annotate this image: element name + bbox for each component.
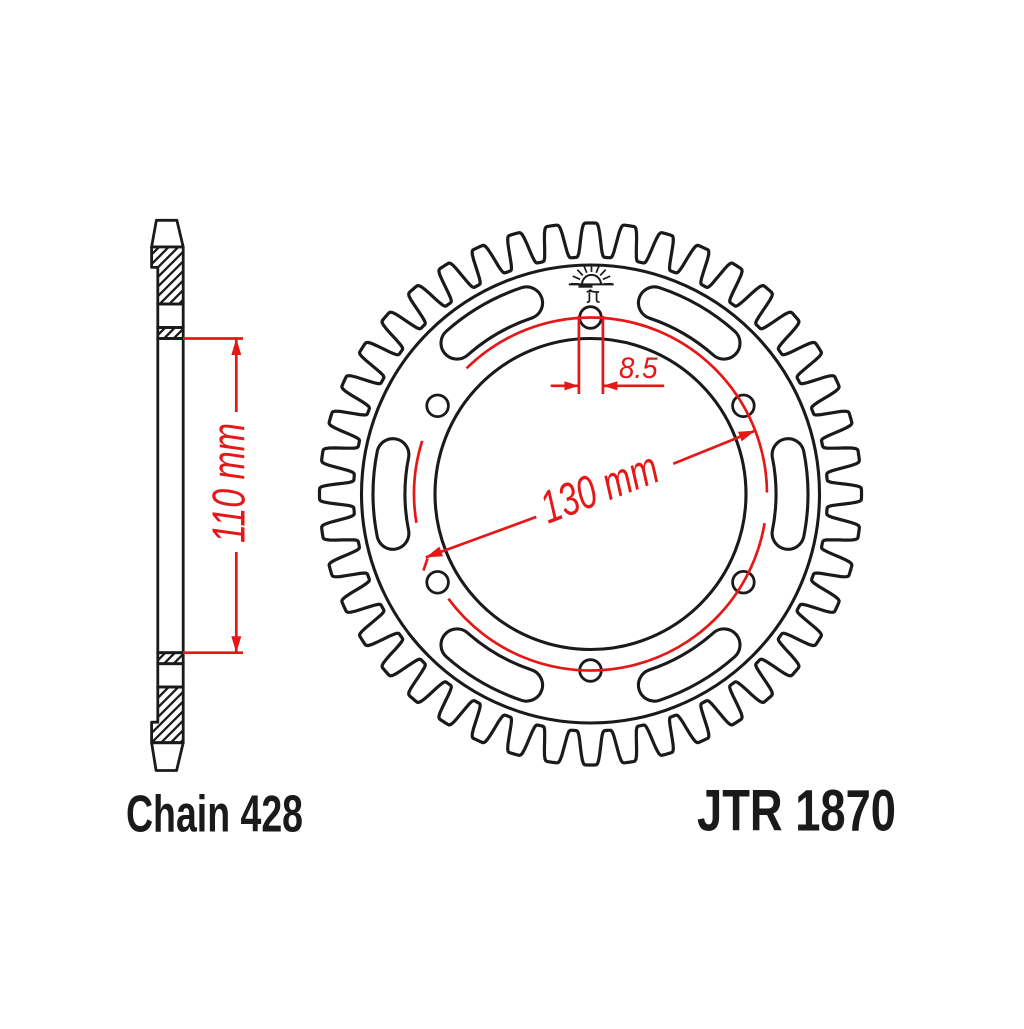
svg-text:JTR 1870: JTR 1870 [697, 779, 896, 844]
svg-text:8.5: 8.5 [619, 352, 658, 385]
svg-text:Chain 428: Chain 428 [126, 786, 303, 844]
svg-text:110 mm: 110 mm [203, 423, 255, 543]
